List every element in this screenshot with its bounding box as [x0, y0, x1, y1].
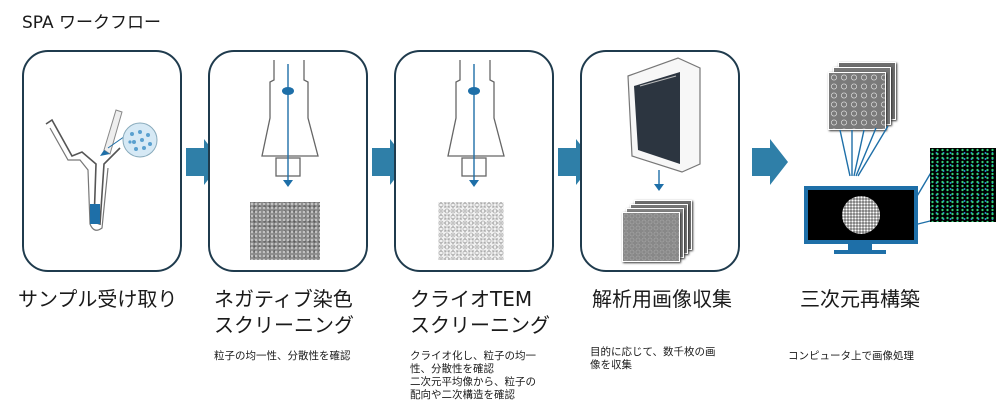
step-title-cryo-tem: クライオTEM スクリーニング: [410, 287, 550, 337]
detector-icon: [627, 57, 701, 191]
step-card-cryo-tem: [394, 50, 554, 272]
step-title-negative-stain: ネガティブ染色 スクリーニング: [214, 287, 354, 337]
particle-image-stack: [824, 62, 904, 132]
page-title: SPA ワークフロー: [22, 13, 161, 33]
density-map-render: [842, 196, 880, 234]
step-title-data-collection: 解析用画像収集: [592, 287, 732, 311]
step-desc-cryo-tem: クライオ化し、粒子の均一 性、分散性を確認 二次元平均像から、粒子の 配向や二次…: [410, 350, 536, 401]
reconstruction-illustration: [790, 58, 1000, 258]
arrow-right-icon: [752, 139, 788, 185]
atomic-model-inset: [930, 148, 996, 222]
monitor-base: [834, 250, 886, 254]
monitor-stand: [848, 244, 872, 252]
step-card-data-collection: [580, 50, 740, 272]
sample-tube-icon: [45, 109, 158, 231]
step-card-sample-receipt: [22, 50, 182, 272]
microscope-column-icon: [447, 60, 505, 187]
step-desc-reconstruction: コンピュータ上で画像処理: [788, 350, 914, 362]
step-title-reconstruction: 三次元再構築: [800, 287, 920, 311]
step-card-negative-stain: [208, 50, 368, 272]
step-title-sample-receipt: サンプル受け取り: [18, 287, 178, 311]
step-desc-negative-stain: 粒子の均一性、分散性を確認: [214, 350, 351, 362]
micrograph-stack: [622, 200, 702, 266]
microscope-column-icon: [261, 60, 319, 187]
negative-stain-micrograph: [250, 202, 320, 260]
monitor: [804, 186, 918, 244]
cryo-micrograph: [438, 202, 504, 260]
step-desc-data-collection: 目的に応じて、数千枚の画 像を収集: [590, 346, 716, 371]
